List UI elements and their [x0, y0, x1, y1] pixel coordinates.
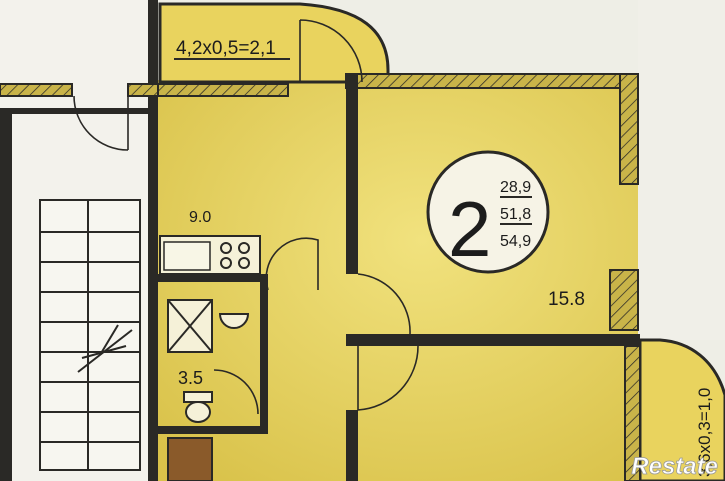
total-area-value: 54,9: [500, 233, 531, 250]
sink: [163, 241, 211, 271]
stair-steps: [40, 231, 140, 443]
stove-icon: [220, 242, 250, 269]
bathroom-area-label: 3.5: [178, 368, 203, 388]
kitchen-area-label: 9.0: [189, 209, 211, 226]
washbasin-icon: [218, 313, 250, 329]
kitchen-fixtures: [159, 235, 261, 275]
right-balcony-label: 3,6x0,3=1,0: [695, 388, 714, 477]
room-count: 2: [448, 185, 491, 273]
kitchen-area-value: 51,8: [500, 206, 531, 223]
apartment-walls: [157, 19, 641, 481]
stair-direction-arrow: [77, 324, 133, 373]
top-balcony: [158, 2, 390, 84]
right-balcony: [638, 338, 725, 481]
right-gap: [638, 0, 725, 340]
cabinet: [167, 437, 213, 481]
living-area-value: 28,9: [500, 179, 531, 196]
toilet-icon: [183, 391, 213, 423]
bathroom-fixtures: [167, 299, 250, 481]
room-area-label: 15.8: [548, 289, 585, 310]
watermark: Restate: [631, 453, 718, 480]
top-balcony-label: 4,2x0,5=2,1: [176, 38, 276, 59]
stairwell: [0, 0, 159, 481]
room-count-badge: 2 28,9 51,8 54,9: [426, 150, 550, 274]
